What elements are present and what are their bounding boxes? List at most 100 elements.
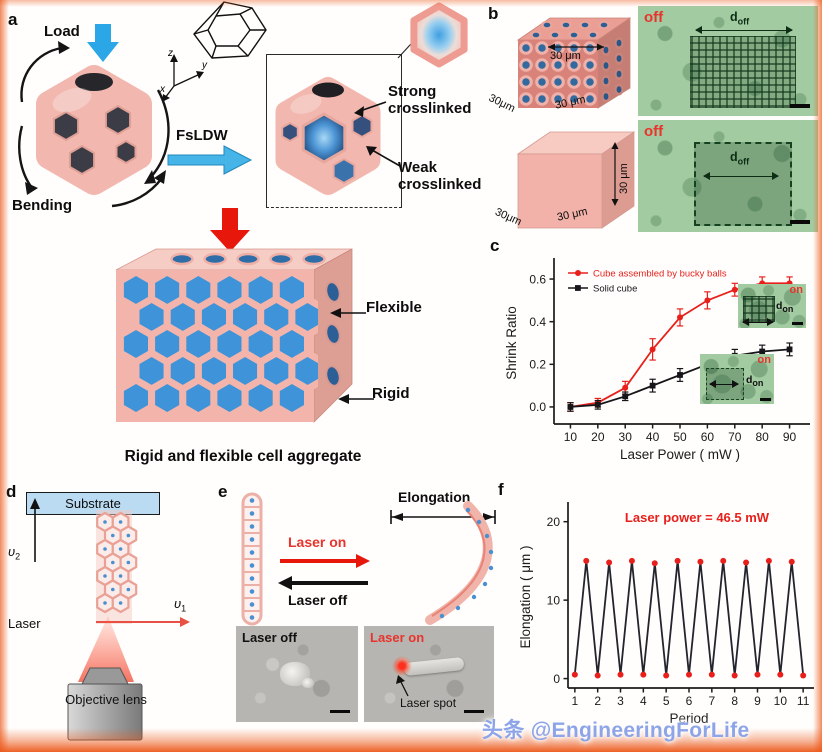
svg-text:6: 6: [686, 694, 693, 708]
laser-on-label: Laser on: [288, 534, 347, 550]
bucky-dim-top: 30 μm: [550, 50, 581, 62]
flexible-arrow: [330, 308, 366, 318]
substrate-label: Substrate: [65, 496, 121, 511]
laser-on-arrow: [280, 554, 370, 568]
laser-state-badge: off: [644, 123, 664, 140]
shrunk-lattice-structure: [690, 36, 796, 108]
svg-text:40: 40: [646, 430, 660, 444]
svg-text:0: 0: [553, 672, 560, 686]
svg-text:Cube assembled by bucky balls: Cube assembled by bucky balls: [593, 269, 727, 280]
objective-lens-icon: [67, 667, 143, 741]
panel-b-label: b: [488, 4, 499, 23]
strong-crosslinked-arrow: [354, 101, 387, 117]
svg-text:2: 2: [594, 694, 601, 708]
micrograph-bucky-off: off doff: [638, 6, 818, 116]
svg-text:Laser Power ( mW ): Laser Power ( mW ): [620, 447, 740, 462]
cell-aggregate-illustration: [115, 248, 353, 423]
panel-c-label: c: [490, 236, 500, 255]
fsldw-arrow-icon: [167, 145, 253, 175]
panel-f-label: f: [498, 480, 504, 499]
svg-text:5: 5: [663, 694, 670, 708]
scale-bar: [790, 104, 810, 108]
solid-dim-right: 30 μm: [618, 163, 630, 194]
bucky-top-dim-arrow: [548, 43, 604, 51]
solid-right-dim-arrow: [611, 142, 619, 206]
v2-label: υ2: [8, 544, 21, 562]
printed-chain-illustration: [96, 510, 138, 624]
svg-text:9: 9: [754, 694, 761, 708]
d-off-measure-label: doff: [730, 150, 750, 167]
svg-text:8: 8: [731, 694, 738, 708]
svg-text:7: 7: [708, 694, 715, 708]
svg-text:50: 50: [673, 430, 687, 444]
micrograph-label: Laser off: [242, 630, 297, 645]
axis-x-label: x: [159, 84, 166, 95]
svg-text:80: 80: [755, 430, 769, 444]
watermark: 头条 @EngineeringForLife: [482, 719, 750, 742]
svg-text:10: 10: [564, 430, 578, 444]
laser-beam-icon: [78, 616, 134, 682]
elongation-label: Elongation: [398, 489, 471, 505]
laser-state-badge: off: [644, 9, 664, 26]
aggregate-honeycomb: [116, 270, 318, 420]
scale-bar: [330, 710, 350, 713]
axis-y-label: y: [201, 60, 208, 71]
strong-crosslinked-label: Strong crosslinked: [388, 83, 472, 117]
svg-text:20: 20: [547, 515, 561, 529]
axis-z-label: z: [167, 48, 173, 59]
svg-text:Period: Period: [669, 711, 708, 726]
load-label: Load: [44, 23, 80, 40]
rigid-label: Rigid: [372, 385, 410, 402]
bending-arrows-icon: [18, 46, 170, 208]
v1-label: υ1: [174, 596, 187, 614]
micrograph-laser-off: Laser off: [236, 626, 358, 722]
buckyball-cell-illustration: [18, 41, 170, 208]
laser-label: Laser: [8, 616, 41, 631]
d-on-measure-label: don: [776, 300, 794, 315]
objective-lens-label: Objective lens: [65, 692, 147, 707]
svg-text:4: 4: [640, 694, 647, 708]
svg-text:11: 11: [797, 694, 810, 708]
svg-text:Laser power = 46.5 mW: Laser power = 46.5 mW: [625, 510, 770, 525]
aggregate-top-holes: [170, 252, 341, 387]
load-arrow-icon: [87, 24, 119, 62]
coordinate-axes-icon: z y x: [159, 48, 208, 102]
svg-text:60: 60: [701, 430, 715, 444]
svg-text:10: 10: [547, 593, 561, 607]
scale-bar: [790, 220, 810, 224]
bending-label: Bending: [12, 197, 72, 214]
solid-cube-illustration: [516, 131, 636, 229]
v2-velocity-arrow: [30, 498, 40, 562]
panel-d-label: d: [6, 482, 17, 501]
cutaway-frame: [266, 54, 402, 208]
chart-inset-on-bucky: on don: [738, 284, 806, 328]
svg-text:Solid cube: Solid cube: [593, 284, 637, 295]
laser-state-badge: on: [789, 284, 803, 296]
shrunk-structure: [743, 296, 775, 322]
d-off-arrow: [695, 26, 793, 34]
wireframe-polyhedron-icon: [193, 1, 267, 59]
d-on-measure-label: don: [746, 374, 764, 389]
weak-crosslinked-label: Weak crosslinked: [398, 159, 482, 193]
laser-spot-arrow: [396, 675, 409, 697]
weak-crosslinked-arrow: [366, 146, 401, 167]
laser-off-arrow: [278, 576, 368, 590]
svg-text:90: 90: [783, 430, 797, 444]
hexagon-crosssection-inset: [410, 2, 468, 68]
substrate-bar: Substrate: [26, 492, 160, 515]
flexible-label: Flexible: [366, 299, 422, 316]
micrograph-solid-off: off doff: [638, 120, 818, 232]
svg-text:0.6: 0.6: [529, 272, 546, 286]
panel-a-caption: Rigid and flexible cell aggregate: [124, 448, 362, 465]
d-on-arrow: [709, 380, 739, 388]
svg-text:0.4: 0.4: [529, 315, 546, 329]
svg-text:10: 10: [774, 694, 788, 708]
dashed-measure-box: [694, 142, 792, 226]
svg-text:30: 30: [619, 430, 633, 444]
scale-bar: [760, 398, 771, 401]
laser-off-label: Laser off: [288, 592, 348, 608]
transform-arrow-icon: [210, 208, 250, 252]
micrograph-label: Laser on: [370, 630, 425, 645]
straight-chain-illustration: [241, 492, 263, 626]
